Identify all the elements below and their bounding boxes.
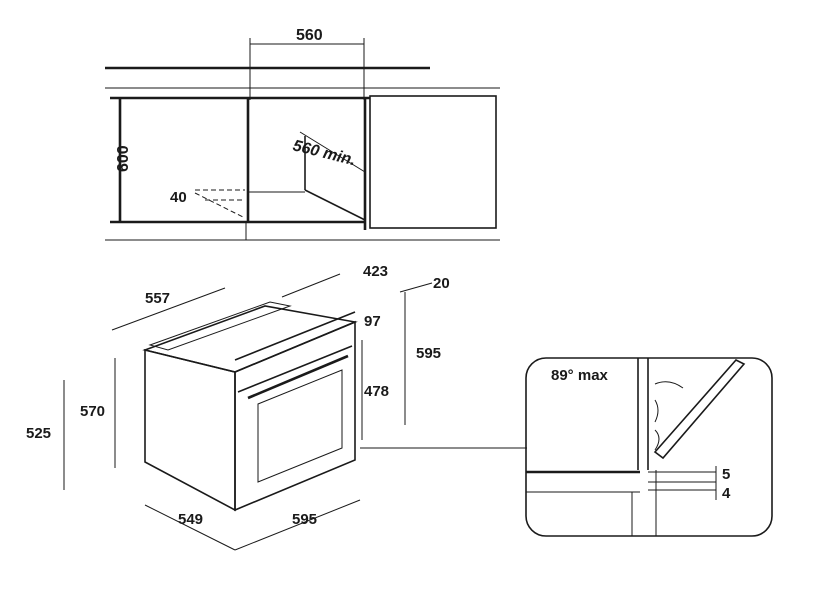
detail-hinge-shape xyxy=(654,399,660,451)
adjacent-cabinet-door xyxy=(369,95,497,229)
dim-423-line xyxy=(281,273,341,298)
dim-549-line xyxy=(144,504,236,551)
door-top-edge xyxy=(237,345,353,393)
oven-front-face xyxy=(234,320,356,512)
dim-478-label: 478 xyxy=(364,383,389,400)
niche-width-label: 560 xyxy=(296,27,323,44)
niche-depth-label: 560 min. xyxy=(291,137,357,169)
dim-557-label: 557 xyxy=(145,290,170,307)
dim-423-label: 423 xyxy=(363,263,388,280)
niche-back-bottom xyxy=(304,189,366,221)
vent-dash-2 xyxy=(194,192,246,219)
top-vent-strip xyxy=(148,301,292,351)
dim-595w-line xyxy=(234,499,361,551)
gap-4-label: 4 xyxy=(722,485,731,502)
detail-frame xyxy=(525,357,773,537)
oven-side-face xyxy=(144,348,236,512)
dim-570-label: 570 xyxy=(80,403,105,420)
hinge-detail: 89° max 5 4 xyxy=(525,357,773,537)
detail-angle-arc xyxy=(654,381,684,389)
gap-5-label: 5 xyxy=(722,466,730,483)
dim-20-label: 20 xyxy=(433,275,450,292)
oven-handle[interactable] xyxy=(247,354,349,400)
oven-view: 557 423 20 97 595 478 570 525 549 595 xyxy=(26,263,527,551)
dim-595h-label: 595 xyxy=(416,345,441,362)
oven-top-face xyxy=(142,305,358,373)
niche-view: 560 min. 40 560 600 xyxy=(105,27,500,241)
dim-20-line xyxy=(399,282,433,293)
dim-549-label: 549 xyxy=(178,511,203,528)
oven-window xyxy=(257,369,343,483)
dim-557-line xyxy=(111,287,226,331)
detail-open-door xyxy=(653,359,746,460)
detail-angle-label: 89° max xyxy=(551,367,609,384)
depth-arrow xyxy=(299,131,366,173)
dim-525-label: 525 xyxy=(26,425,51,442)
niche-height-label: 600 xyxy=(115,145,132,172)
control-panel-top xyxy=(234,311,356,361)
dim-97-label: 97 xyxy=(364,313,381,330)
dim-595w-label: 595 xyxy=(292,511,317,528)
vent-size-label: 40 xyxy=(170,189,187,206)
